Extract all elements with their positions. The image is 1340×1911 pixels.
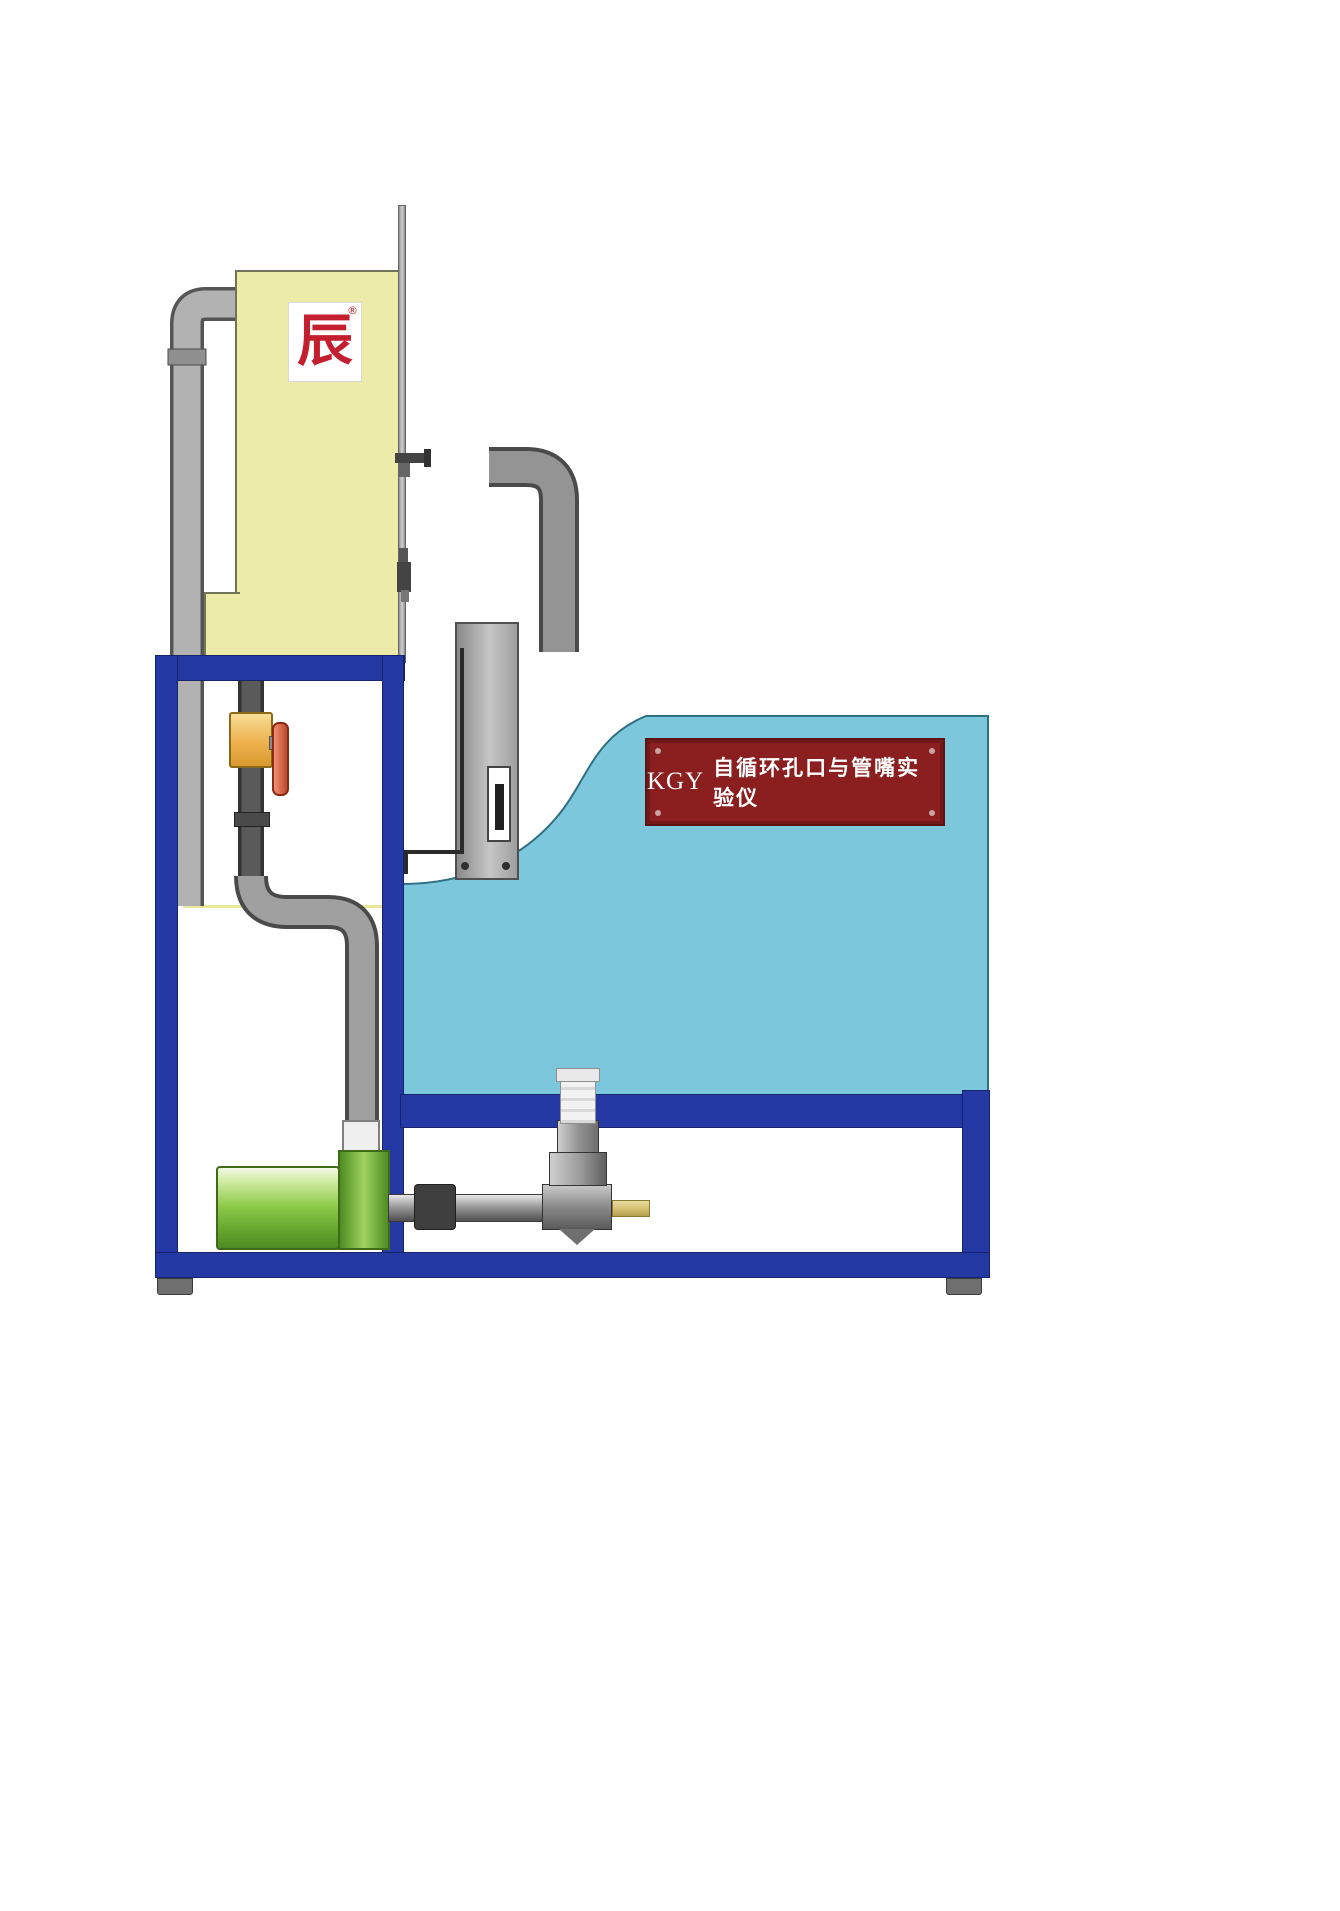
elbow-pipe (489, 451, 575, 652)
plaque-screw (929, 810, 935, 816)
plaque-screw (655, 748, 661, 754)
leveling-foot-left (157, 1278, 193, 1295)
logo-glyph: 辰 (297, 309, 353, 374)
suction-pipe (238, 875, 375, 1152)
bracket-screw-right (502, 862, 510, 870)
valve-handle (272, 722, 289, 796)
gauge-pointer (495, 784, 504, 830)
overflow-pipe (173, 290, 245, 906)
plaque-screw (655, 810, 661, 816)
pump-inlet-flange (342, 1120, 380, 1152)
outlet-pipe-coupling (414, 1184, 456, 1230)
frame-right-post (962, 1090, 990, 1255)
valve-body (229, 712, 273, 768)
frame-left-post (155, 655, 178, 1277)
riser-collar (549, 1152, 607, 1186)
registered-mark-icon: ® (347, 304, 358, 317)
rod-clamp-upper-jaw (398, 463, 410, 477)
rod-clamp-lower (399, 548, 408, 564)
rod-clamp-lower-jaw (397, 562, 411, 592)
plaque-title: 自循环孔口与管嘴实验仪 (713, 756, 921, 810)
rod-clamp-lower-pin (401, 590, 409, 602)
leveling-foot-right (946, 1278, 982, 1295)
pump-motor (216, 1166, 340, 1250)
hook-wire-tip (404, 850, 408, 874)
plaque-screw (929, 748, 935, 754)
bracket-screw-left (461, 862, 469, 870)
tank-support-beam (400, 1094, 988, 1128)
rod-clamp-upper-pin (424, 449, 431, 467)
riser-cap (556, 1068, 600, 1082)
brand-logo: 辰 ® (288, 302, 362, 382)
probe-rod (460, 648, 464, 854)
riser-union (560, 1078, 596, 1124)
frame-bottom-beam (155, 1252, 990, 1278)
plaque-model-code: KGY (647, 768, 705, 795)
head-tank-step (204, 592, 240, 662)
tee-fitting (542, 1184, 612, 1230)
overflow-pipe-coupling (167, 348, 207, 366)
pump-housing (338, 1150, 390, 1250)
riser-pipe (557, 1120, 599, 1156)
drain-pipe-union (234, 812, 270, 827)
name-plaque: KGY 自循环孔口与管嘴实验仪 (645, 738, 945, 826)
hook-wire-horizontal (404, 850, 464, 854)
brass-nipple (612, 1200, 650, 1217)
tee-drain-chevron (559, 1229, 595, 1245)
rod-clamp-upper (395, 453, 427, 463)
frame-top-beam (155, 655, 405, 681)
